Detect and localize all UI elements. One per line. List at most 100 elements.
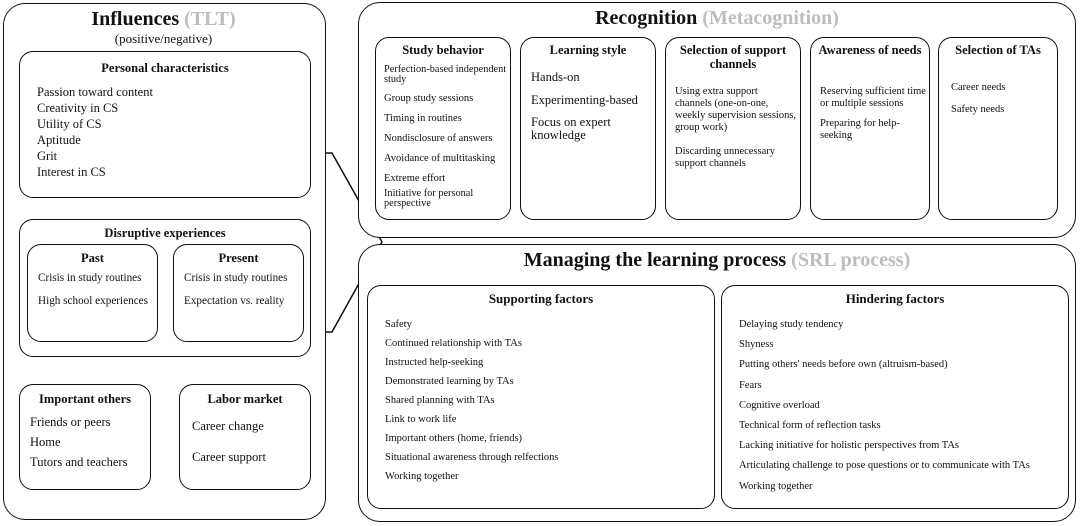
study-behavior-box: Study behavior Perfection-based independ…	[375, 37, 511, 220]
supporting-factors-list: Safety Continued relationship with TAs I…	[385, 319, 705, 490]
support-channels-box: Selection of support channels Using extr…	[665, 37, 801, 220]
labor-market-list: Career change Career support	[192, 419, 308, 465]
list-item: Expectation vs. reality	[184, 294, 285, 307]
personal-characteristics-title: Personal characteristics	[101, 61, 229, 75]
list-item: Hands-on	[531, 70, 580, 84]
list-item: Fears	[739, 379, 762, 391]
list-item: Crisis in study routines	[184, 272, 288, 284]
influences-subtitle: (positive/negative)	[114, 31, 213, 46]
list-item: Avoidance of multitasking	[384, 152, 496, 164]
list-item: Aptitude	[37, 133, 81, 147]
list-item: Friends or peers	[30, 415, 111, 429]
list-item: Nondisclosure of answers	[384, 132, 493, 144]
present-list: Crisis in study routines Expectation vs.…	[184, 272, 302, 308]
list-item: Preparing for help-seeking	[820, 118, 900, 142]
awareness-needs-title: Awareness of needs	[818, 43, 922, 57]
list-item: Creativity in CS	[37, 101, 119, 115]
list-item: Shyness	[739, 339, 774, 351]
list-item: Perfection-based independent study	[384, 64, 507, 86]
list-item: High school experiences	[38, 294, 148, 307]
important-others-list: Friends or peers Home Tutors and teacher…	[30, 415, 148, 470]
list-item: Shared planning with TAs	[385, 395, 495, 406]
list-item: Working together	[385, 471, 459, 482]
disruptive-experiences-box: Disruptive experiences Past Crisis in st…	[19, 219, 311, 357]
list-item: Working together	[739, 480, 813, 492]
labor-market-title: Labor market	[207, 392, 283, 406]
list-item: Continued relationship with TAs	[385, 338, 522, 349]
list-item: Cognitive overload	[739, 399, 820, 411]
list-item: Passion toward content	[37, 85, 153, 99]
list-item: Technical form of reflection tasks	[739, 419, 881, 431]
study-behavior-title: Study behavior	[402, 43, 484, 57]
labor-market-box: Labor market Career change Career suppor…	[179, 384, 311, 490]
list-item: Using extra support channels (one-on-one…	[675, 86, 797, 134]
past-title: Past	[81, 251, 104, 265]
list-item: Initiative for personal perspective	[384, 187, 474, 210]
awareness-needs-box: Awareness of needs Reserving sufficient …	[810, 37, 930, 220]
influences-title-text: Influences	[91, 8, 180, 30]
selection-tas-list: Career needs Safety needs	[951, 82, 1055, 116]
list-item: Demonstrated learning by TAs	[385, 376, 514, 387]
list-item: Important others (home, friends)	[385, 433, 523, 444]
past-box: Past Crisis in study routines High schoo…	[27, 244, 158, 342]
list-item: Situational awareness through relfection…	[385, 452, 559, 463]
influences-panel: Influences (TLT) (positive/negative) Per…	[3, 3, 326, 520]
list-item: Reserving sufficient time or multiple se…	[820, 86, 926, 110]
recognition-title-text: Recognition	[595, 7, 698, 29]
recognition-title-note: (Metacognition)	[702, 7, 839, 29]
influences-title: Influences (TLT)	[4, 8, 323, 31]
list-item: Crisis in study routines	[38, 272, 142, 284]
list-item: Articulating challenge to pose questions…	[739, 460, 1030, 472]
hindering-factors-title: Hindering factors	[845, 291, 945, 306]
support-channels-title: Selection of support channels	[679, 43, 787, 71]
learning-style-title: Learning style	[549, 43, 627, 57]
list-item: Grit	[37, 149, 58, 163]
list-item: Link to work life	[385, 414, 457, 425]
list-item: Career needs	[951, 82, 1006, 93]
personal-characteristics-box: Personal characteristics Passion toward …	[19, 51, 311, 198]
present-title: Present	[218, 251, 259, 265]
study-behavior-list: Perfection-based independent study Group…	[384, 64, 510, 210]
list-item: Home	[30, 435, 61, 449]
list-item: Safety needs	[951, 104, 1005, 116]
supporting-factors-title: Supporting factors	[488, 291, 594, 306]
support-channels-list: Using extra support channels (one-on-one…	[675, 86, 797, 170]
important-others-box: Important others Friends or peers Home T…	[19, 384, 151, 490]
list-item: Group study sessions	[384, 92, 474, 104]
list-item: Career support	[192, 450, 266, 464]
awareness-needs-list: Reserving sufficient time or multiple se…	[820, 86, 926, 142]
learning-style-list: Hands-on Experimenting-based Focus on ex…	[531, 70, 651, 142]
influences-title-note: (TLT)	[184, 8, 236, 30]
list-item: Experimenting-based	[531, 93, 638, 107]
managing-title: Managing the learning process (SRL proce…	[359, 249, 1075, 272]
list-item: Lacking initiative for holistic perspect…	[739, 440, 959, 452]
managing-title-note: (SRL process)	[791, 249, 911, 271]
managing-panel: Managing the learning process (SRL proce…	[358, 244, 1076, 522]
list-item: Delaying study tendency	[739, 319, 844, 330]
influence-arrow	[318, 152, 383, 333]
recognition-panel: Recognition (Metacognition) Study behavi…	[358, 2, 1076, 238]
learning-style-box: Learning style Hands-on Experimenting-ba…	[520, 37, 656, 220]
supporting-factors-box: Supporting factors Safety Continued rela…	[367, 285, 715, 509]
list-item: Safety	[385, 319, 412, 330]
list-item: Interest in CS	[37, 165, 106, 179]
selection-tas-title: Selection of TAs	[955, 43, 1041, 57]
list-item: Career change	[192, 419, 264, 433]
recognition-title: Recognition (Metacognition)	[359, 7, 1075, 30]
managing-title-text: Managing the learning process	[523, 249, 787, 271]
selection-tas-box: Selection of TAs Career needs Safety nee…	[938, 37, 1058, 220]
past-list: Crisis in study routines High school exp…	[38, 272, 156, 308]
list-item: Instructed help-seeking	[385, 357, 484, 368]
present-box: Present Crisis in study routines Expecta…	[173, 244, 304, 342]
hindering-factors-list: Delaying study tendency Shyness Putting …	[739, 319, 1065, 501]
list-item: Focus on expert knowledge	[531, 115, 611, 143]
list-item: Extreme effort	[384, 172, 446, 184]
personal-characteristics-list: Passion toward content Creativity in CS …	[37, 85, 302, 180]
list-item: Putting others' needs before own (altrui…	[739, 359, 948, 371]
disruptive-experiences-title: Disruptive experiences	[104, 226, 226, 240]
important-others-title: Important others	[38, 392, 131, 406]
hindering-factors-box: Hindering factors Delaying study tendenc…	[721, 285, 1069, 509]
list-item: Discarding unnecessary support channels	[675, 146, 776, 170]
list-item: Timing in routines	[384, 112, 462, 124]
list-item: Tutors and teachers	[30, 455, 128, 469]
